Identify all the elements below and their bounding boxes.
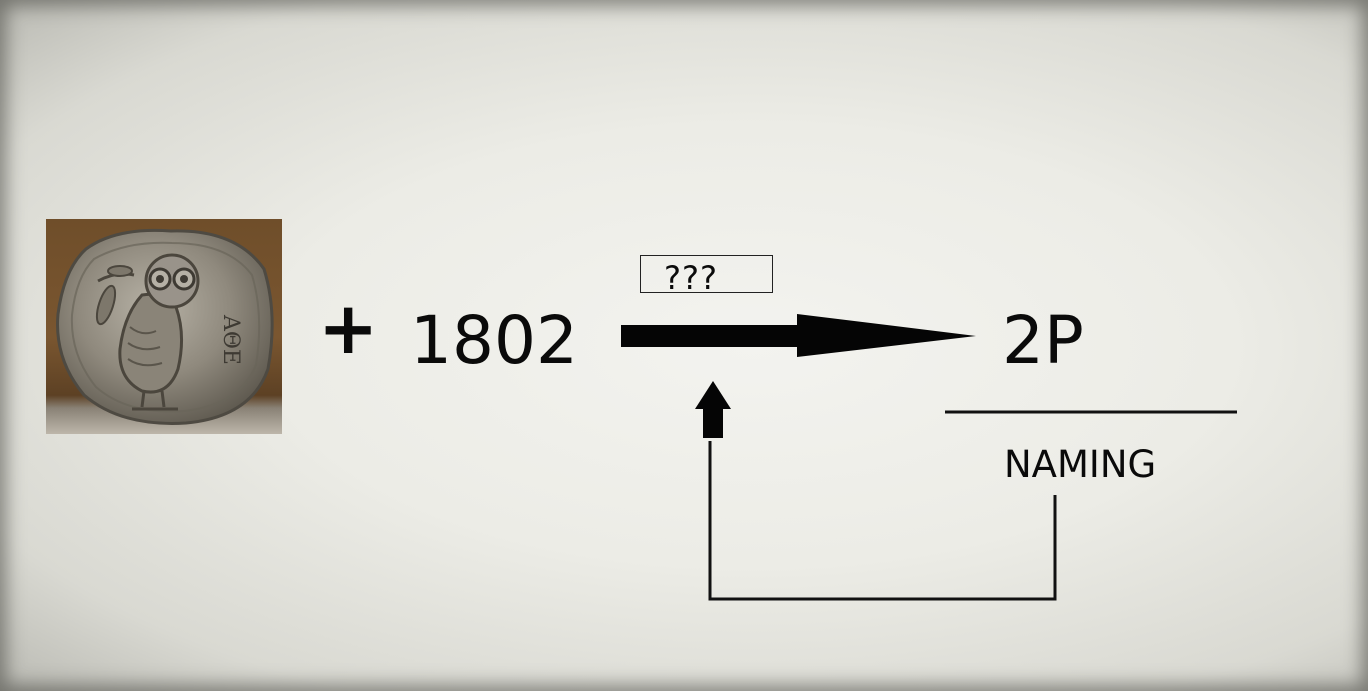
feedback-loop-line bbox=[708, 441, 1057, 601]
owl-coin-image: ΑΘΕ bbox=[46, 219, 282, 434]
naming-label: NAMING bbox=[1004, 443, 1157, 486]
main-arrow-shaft bbox=[621, 325, 801, 347]
owl-coin-graphic: ΑΘΕ bbox=[56, 228, 274, 425]
year-label: 1802 bbox=[410, 302, 578, 379]
question-box bbox=[640, 255, 773, 293]
feedback-up-arrow bbox=[695, 381, 731, 438]
svg-text:ΑΘΕ: ΑΘΕ bbox=[218, 314, 243, 365]
feedback-arrow-stem bbox=[703, 408, 723, 438]
plus-sign: + bbox=[318, 286, 379, 370]
question-label: ??? bbox=[664, 259, 718, 297]
main-arrow-head bbox=[797, 314, 976, 357]
main-arrow bbox=[621, 314, 976, 357]
feedback-arrow-head bbox=[695, 381, 731, 409]
result-label: 2P bbox=[1002, 302, 1084, 379]
